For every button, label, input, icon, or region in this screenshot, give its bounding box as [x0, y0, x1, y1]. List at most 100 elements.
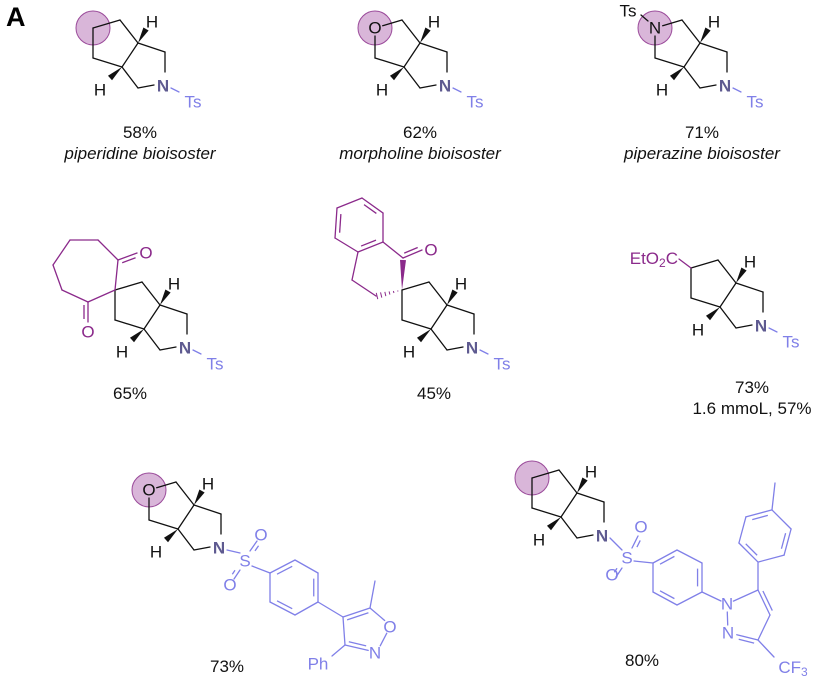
compound-2-note: morpholine bioisoster: [339, 144, 501, 163]
bond: [783, 528, 792, 556]
aromatic-inner-bond: [276, 565, 293, 575]
bond: [121, 66, 139, 89]
bond: [676, 591, 703, 606]
bond: [560, 492, 578, 518]
bond: [403, 42, 421, 68]
bond: [334, 237, 359, 253]
bond: [294, 601, 319, 616]
aromatic-inner-bond: [360, 239, 377, 247]
bond: [652, 591, 678, 606]
bond: [331, 644, 346, 657]
nitrogen-label: N: [157, 77, 169, 96]
bond: [379, 632, 388, 647]
bond: [654, 57, 685, 68]
wedge-bond: [129, 329, 144, 343]
wedge-bond: [447, 289, 458, 305]
wedge-bond: [705, 307, 720, 321]
wedge-bond: [420, 27, 431, 43]
bond: [269, 601, 296, 616]
bond: [114, 259, 119, 291]
bond: [357, 241, 384, 253]
oxygen-label: O: [424, 241, 437, 260]
double-bond-line: [762, 590, 773, 611]
bond: [576, 534, 594, 539]
hydrogen-label: H: [403, 343, 415, 362]
bond: [676, 549, 703, 564]
bond: [192, 349, 202, 355]
bond: [757, 554, 785, 563]
bond: [177, 528, 195, 551]
nitrogen-label: N: [466, 339, 478, 358]
bond: [738, 516, 747, 544]
compound-6-caption: 73% 1.6 mmoL, 57%: [692, 377, 811, 419]
compound-1-note: piperidine bioisoster: [64, 144, 216, 163]
hydrogen-label: H: [744, 253, 756, 272]
wedge-bond: [416, 329, 431, 343]
bond: [771, 509, 792, 530]
bond: [430, 304, 448, 330]
bond: [768, 327, 778, 333]
double-bond-line: [613, 567, 618, 573]
bond: [251, 565, 271, 574]
hash-bond-line: [384, 291, 387, 297]
double-bond-line: [738, 638, 755, 644]
nitrogen-label: N: [649, 19, 661, 38]
wedge-bond: [160, 289, 171, 305]
bond: [344, 644, 369, 652]
oxygen-label: O: [634, 518, 647, 537]
compound-3-note: piperazine bioisoster: [624, 144, 780, 163]
hydrogen-label: H: [533, 531, 545, 550]
hydrogen-label: H: [202, 475, 214, 494]
bond: [121, 42, 139, 68]
tosyl-label: Ts: [783, 333, 800, 352]
bond: [175, 481, 195, 506]
bond: [382, 241, 404, 259]
oxygen-label: O: [368, 19, 381, 38]
hydrogen-label: H: [656, 81, 668, 100]
bond: [156, 481, 177, 489]
bond: [717, 259, 737, 284]
aromatic-inner-bond: [752, 514, 769, 521]
hydrogen-label: H: [708, 13, 720, 32]
wedge-bond: [138, 27, 149, 43]
tosyl-label: Ts: [620, 2, 637, 21]
bond: [615, 567, 623, 578]
bond: [148, 519, 179, 530]
double-bond-line: [231, 569, 236, 575]
hydrogen-label: H: [692, 321, 704, 340]
tosyl-label: Ts: [494, 355, 511, 374]
bond: [419, 42, 448, 53]
wedge-bond: [700, 27, 711, 43]
compound-2-yield: 62%: [402, 123, 438, 142]
bond: [141, 281, 161, 306]
double-bond-line: [348, 641, 367, 647]
aromatic-inner-bond: [780, 532, 787, 549]
bond: [771, 482, 776, 511]
oxygen-label: O: [383, 618, 396, 637]
bond: [609, 537, 623, 551]
bond: [249, 540, 258, 552]
bond: [735, 324, 753, 329]
aromatic-inner-bond: [745, 543, 758, 556]
bond: [269, 559, 296, 574]
double-bond-line: [346, 612, 369, 621]
bond: [159, 346, 177, 351]
hydrogen-label: H: [585, 463, 597, 482]
oxygen-label: O: [605, 566, 618, 585]
wedge-bond: [736, 267, 747, 283]
bond: [699, 42, 728, 53]
nitrogen-label: N: [439, 77, 451, 96]
double-bond-line: [403, 246, 418, 254]
bond: [117, 252, 138, 261]
bond: [361, 197, 384, 214]
aromatic-inner-bond: [338, 214, 342, 233]
compound-1-caption: 58% piperidine bioisoster: [64, 122, 215, 164]
wedge-bond: [669, 67, 684, 81]
bond: [52, 264, 63, 291]
bond: [757, 589, 771, 616]
bond: [428, 281, 448, 306]
bond: [736, 634, 759, 641]
aromatic-inner-bond: [363, 204, 377, 214]
bond: [143, 328, 161, 351]
bond: [683, 42, 701, 68]
